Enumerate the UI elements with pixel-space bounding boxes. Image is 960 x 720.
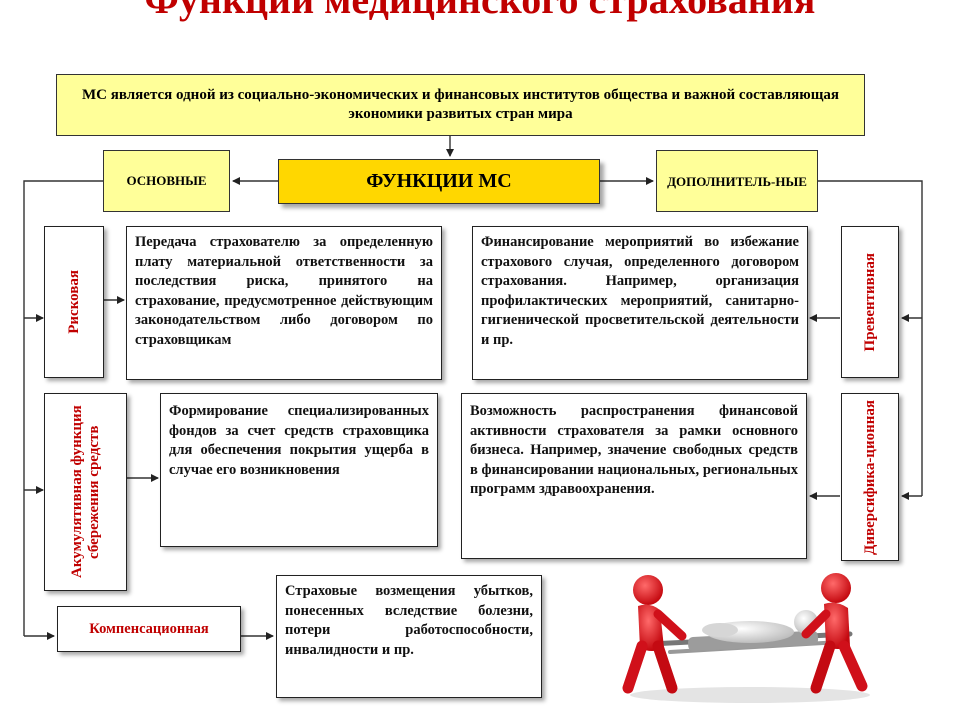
desc-accumulative: Формирование специализированных фондов з… [160, 393, 438, 547]
functions-center-box: ФУНКЦИИ МС [278, 159, 600, 204]
label-compensation: Компенсационная [57, 606, 241, 652]
two-figures-carrying-stretcher-illustration [622, 573, 870, 703]
label-diversification: Диверсифика-ционная [841, 393, 899, 561]
label-risk: Рисковая [44, 226, 104, 378]
label-accumulative: Акумулятивная функция сбережения средств [44, 393, 127, 591]
extra-functions-group: ДОПОЛНИТЕЛЬ-НЫЕ [656, 150, 818, 212]
header-statement: МС является одной из социально-экономиче… [56, 74, 865, 136]
label-risk-text: Рисковая [66, 270, 82, 334]
desc-preventive: Финансирование мероприятий во избежание … [472, 226, 808, 380]
desc-compensation: Страховые возмещения убытков, понесенных… [276, 575, 542, 698]
label-accumulative-text: Акумулятивная функция сбережения средств [68, 405, 102, 579]
desc-risk: Передача страхователю за определенную пл… [126, 226, 442, 380]
label-diversification-text: Диверсифика-ционная [862, 399, 878, 555]
desc-diversification: Возможность распространения финансовой а… [461, 393, 807, 559]
label-preventive-text: Превентивная [862, 252, 878, 352]
label-preventive: Превентивная [841, 226, 899, 378]
main-functions-group: ОСНОВНЫЕ [103, 150, 230, 212]
page-title: Функции медицинского страхования [0, 0, 960, 22]
